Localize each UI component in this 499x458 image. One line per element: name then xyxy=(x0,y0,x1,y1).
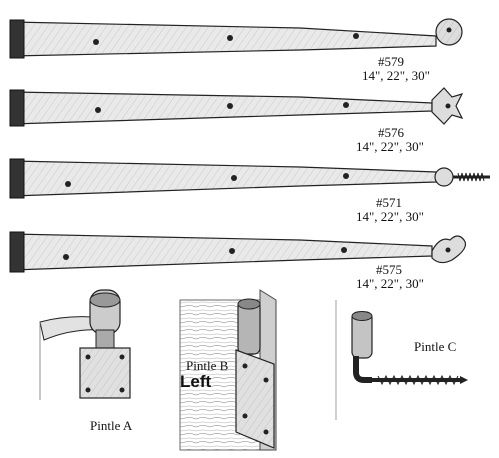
pintle-a-drawing xyxy=(39,289,131,400)
hinge-576 xyxy=(9,87,464,127)
pintle-a-label: Pintle A xyxy=(90,418,133,433)
pintle-b-label: Pintle B xyxy=(186,358,229,373)
hinge-571-sizes: 14", 22", 30" xyxy=(356,209,424,224)
hinge-576-number: #576 xyxy=(378,125,404,140)
pintle-b-side-label: Left xyxy=(180,372,212,391)
hinge-579 xyxy=(9,18,463,59)
pintle-c-drawing xyxy=(335,300,468,420)
hinge-575-number: #575 xyxy=(376,262,402,277)
hinge-575-sizes: 14", 22", 30" xyxy=(356,276,424,291)
hinge-571 xyxy=(9,158,490,199)
pintle-c-label: Pintle C xyxy=(414,339,457,354)
hinge-579-number: #579 xyxy=(378,54,404,69)
pintle-b-drawing xyxy=(179,289,277,451)
hinge-575 xyxy=(9,231,467,273)
hinge-579-sizes: 14", 22", 30" xyxy=(362,68,430,83)
hinge-576-sizes: 14", 22", 30" xyxy=(356,139,424,154)
hinge-571-number: #571 xyxy=(376,195,402,210)
